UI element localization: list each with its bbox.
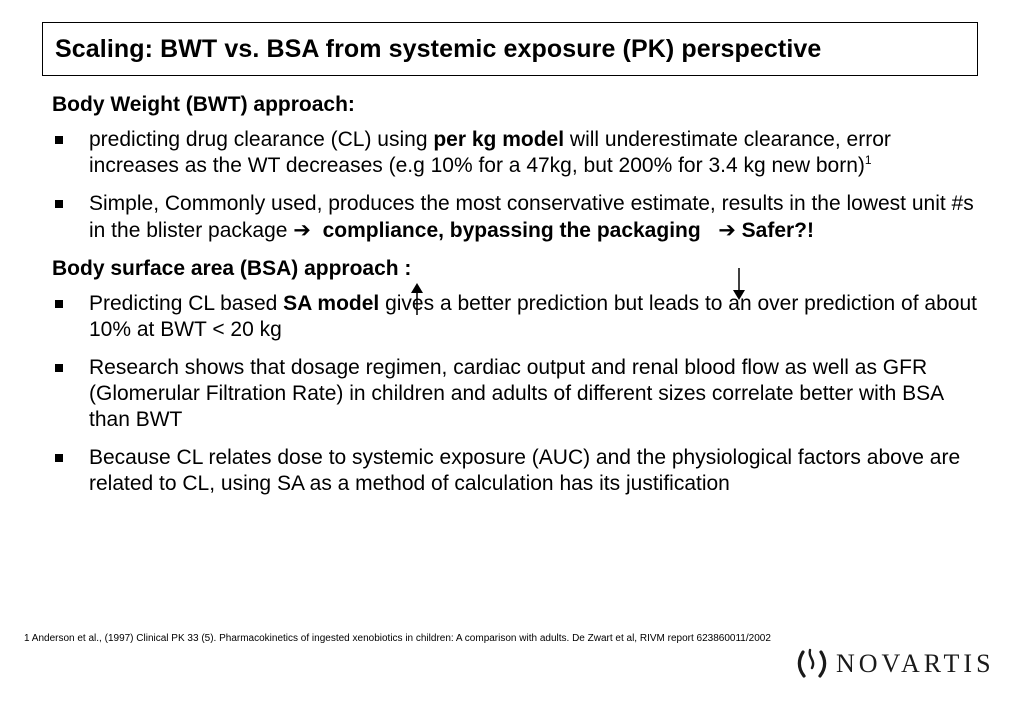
novartis-logo-icon	[797, 648, 827, 678]
down-arrow-icon	[733, 268, 745, 300]
page-title: Scaling: BWT vs. BSA from systemic expos…	[55, 34, 822, 63]
slide-content: Body Weight (BWT) approach: predicting d…	[52, 92, 982, 509]
bsa-bullet-sa-model: Predicting CL based SA model gives a bet…	[52, 291, 982, 343]
up-arrow-icon	[411, 283, 423, 315]
right-arrow-icon: ➔	[718, 218, 736, 242]
right-arrow-icon: ➔	[293, 218, 311, 242]
footnote: 1 Anderson et al., (1997) Clinical PK 33…	[24, 633, 771, 644]
bullet-square-icon	[55, 136, 63, 144]
bsa-bullet-research: Research shows that dosage regimen, card…	[52, 355, 982, 433]
title-box: Scaling: BWT vs. BSA from systemic expos…	[42, 22, 978, 76]
bsa-bullet-justification: Because CL relates dose to systemic expo…	[52, 445, 982, 497]
bullet-square-icon	[55, 300, 63, 308]
bsa-section-heading: Body surface area (BSA) approach :	[52, 257, 412, 280]
bwt-section-heading: Body Weight (BWT) approach:	[52, 93, 355, 116]
bullet-square-icon	[55, 200, 63, 208]
footnote-ref: 1	[864, 153, 872, 167]
bullet-square-icon	[55, 454, 63, 462]
bwt-bullet-list: predicting drug clearance (CL) using per…	[52, 127, 982, 244]
logo-text: NOVARTIS	[836, 649, 995, 678]
novartis-logo: NOVARTIS	[796, 648, 995, 680]
bsa-bullet-list: Predicting CL based SA model gives a bet…	[52, 291, 982, 497]
bullet-square-icon	[55, 364, 63, 372]
bwt-bullet-clearance: predicting drug clearance (CL) using per…	[52, 127, 982, 179]
bwt-bullet-simple: Simple, Commonly used, produces the most…	[52, 191, 982, 244]
